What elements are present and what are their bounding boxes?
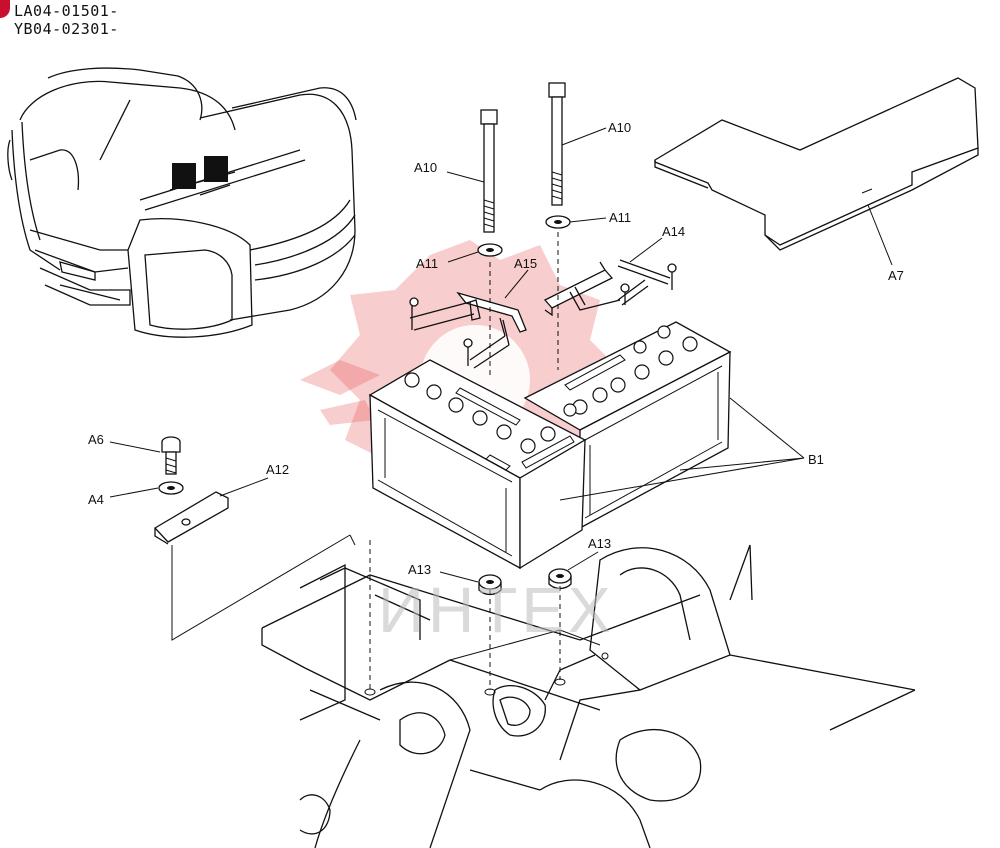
hold-down-bracket-left bbox=[409, 291, 527, 369]
machine-upper-body-illustration bbox=[7, 67, 357, 338]
long-bolt-right bbox=[548, 82, 566, 206]
callout-a4: A4 bbox=[88, 492, 104, 507]
battery-front bbox=[368, 359, 587, 570]
callout-a11-right: A11 bbox=[609, 210, 631, 225]
callout-b1: B1 bbox=[808, 452, 824, 467]
angle-bracket bbox=[153, 491, 229, 545]
leader-lines bbox=[109, 127, 893, 583]
corner-marker bbox=[0, 0, 10, 18]
frame-mounting-plate bbox=[261, 544, 916, 848]
callout-a7: A7 bbox=[888, 268, 904, 283]
callout-a13-right: A13 bbox=[588, 536, 611, 551]
callout-a13-left: A13 bbox=[408, 562, 431, 577]
hold-down-bracket-right bbox=[543, 259, 677, 317]
callout-a6: A6 bbox=[88, 432, 104, 447]
callout-a14: A14 bbox=[662, 224, 685, 239]
watermark-text: ИНТЕХ bbox=[378, 574, 615, 646]
small-bolt bbox=[161, 436, 181, 475]
callout-a10-left: A10 bbox=[414, 160, 437, 175]
callout-a15: A15 bbox=[514, 256, 537, 271]
serial-number-range-2: YB04-02301- bbox=[14, 20, 119, 38]
callout-a10-right: A10 bbox=[608, 120, 631, 135]
callout-a11-left: A11 bbox=[416, 256, 438, 271]
serial-number-range-1: LA04-01501- bbox=[14, 2, 119, 20]
callout-a12: A12 bbox=[266, 462, 289, 477]
cover-plate-part bbox=[654, 77, 979, 251]
long-bolt-left bbox=[480, 109, 498, 233]
